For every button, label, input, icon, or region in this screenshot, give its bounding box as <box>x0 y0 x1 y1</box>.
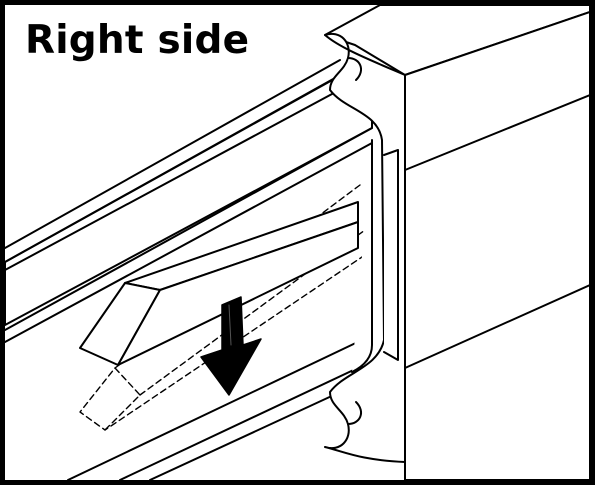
housing-seam-lower <box>404 284 590 369</box>
blade-side <box>117 221 359 366</box>
screwdriver-blade <box>79 201 359 366</box>
bracket-profile <box>324 32 406 463</box>
down-arrow-icon <box>200 296 262 396</box>
bracket-notch <box>383 149 399 361</box>
bracket-inner-line <box>351 139 373 373</box>
lower-rail <box>67 339 363 480</box>
rail <box>5 59 373 343</box>
housing-front <box>404 11 590 480</box>
lower-rail-edge-3 <box>149 381 363 480</box>
rail-lip-edge <box>5 77 337 263</box>
right-side-illustration <box>5 5 590 480</box>
bracket-outline <box>324 32 406 463</box>
bracket-curl-top <box>347 57 363 81</box>
lower-rail-edge-2 <box>119 365 363 480</box>
figure-title: Right side <box>25 18 250 63</box>
bracket-curl-bottom <box>347 401 363 425</box>
rail-inner-edge <box>5 86 346 271</box>
lower-rail-edge-1 <box>67 339 363 480</box>
rail-front-edge <box>5 127 373 331</box>
rail-underside-edge <box>5 142 373 343</box>
housing-seam-upper <box>404 94 590 171</box>
rail-top-edge <box>5 59 341 249</box>
housing-top <box>324 5 590 76</box>
